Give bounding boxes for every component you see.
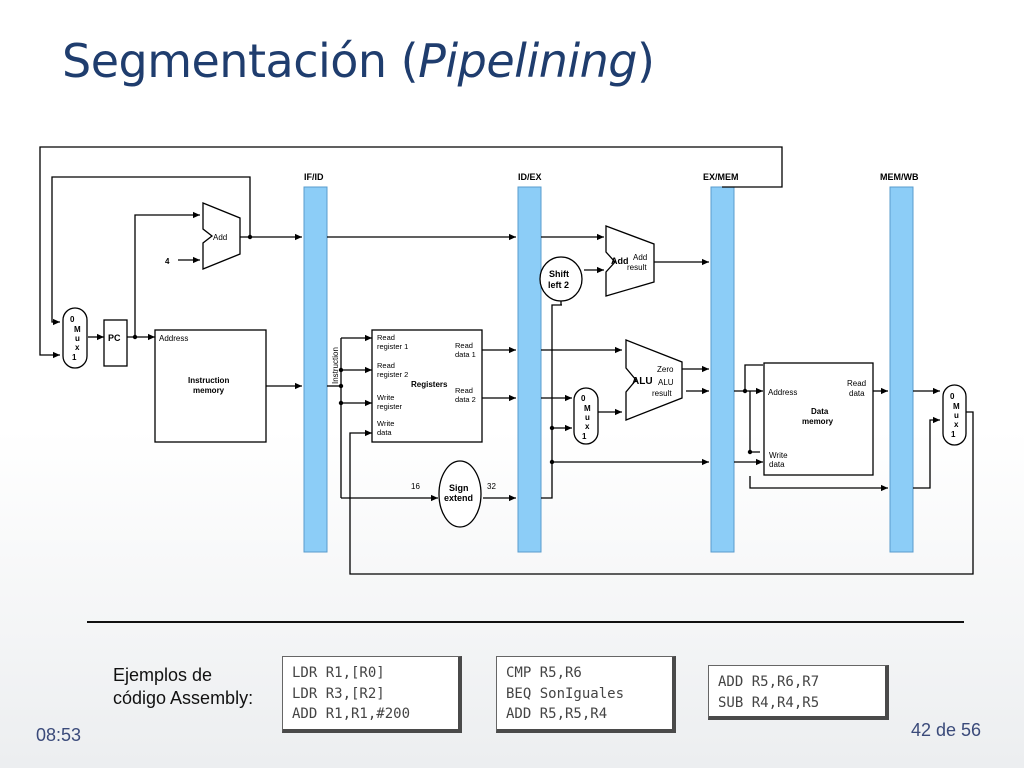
- code-line: LDR R1,[R0]: [292, 665, 385, 681]
- sign-extend-a: Sign: [449, 483, 469, 493]
- pc-adder: [202, 202, 241, 270]
- if-id-register: [303, 186, 328, 553]
- const-four: 4: [165, 257, 170, 266]
- code-line: CMP R5,R6: [506, 665, 582, 681]
- wb-mux-x: x: [954, 420, 959, 429]
- code-block-3: ADD R5,R6,R7 SUB R4,R4,R5: [708, 665, 889, 720]
- rf-read-reg1-a: Read: [377, 333, 395, 342]
- pc-mux-x: x: [75, 343, 80, 352]
- ex-mem-register: [710, 186, 735, 553]
- code-line: ADD R1,R1,#200: [292, 706, 411, 722]
- title-italic: Pipelining: [418, 34, 638, 88]
- add-result-b: result: [627, 263, 647, 272]
- alu: [625, 339, 683, 421]
- alu-mux-1: 1: [582, 432, 587, 441]
- junction-dots: [132, 234, 753, 465]
- shift-left-a: Shift: [549, 269, 569, 279]
- footer-time: 08:53: [36, 725, 82, 745]
- dm-write-data-a: Write: [769, 451, 788, 460]
- page-title: Segmentación (Pipelining): [62, 34, 655, 88]
- if-id-label: IF/ID: [304, 172, 324, 182]
- wb-mux: [942, 384, 967, 446]
- rf-read-data2-b: data 2: [455, 395, 476, 404]
- branch-adder-label: Add: [611, 256, 629, 266]
- im-address: Address: [159, 334, 188, 343]
- dm-label-2: memory: [802, 417, 834, 426]
- rf-read-data1-a: Read: [455, 341, 473, 350]
- dm-read-data-a: Read: [847, 379, 866, 388]
- id-ex-register: [517, 186, 542, 553]
- width-32: 32: [487, 482, 496, 491]
- width-16: 16: [411, 482, 420, 491]
- mem-wb-label: MEM/WB: [880, 172, 919, 182]
- pc-mux: [62, 307, 88, 369]
- wb-mux-1: 1: [951, 430, 956, 439]
- rf-read-reg1-b: register 1: [377, 342, 408, 351]
- register-file: [371, 329, 483, 443]
- rf-read-data1-b: data 1: [455, 350, 476, 359]
- sign-extend: [438, 460, 482, 528]
- code-line: BEQ SonIguales: [506, 685, 625, 702]
- wb-mux-m: M: [953, 402, 960, 411]
- code-block-1: LDR R1,[R0] LDR R3,[R2] ADD R1,R1,#200: [282, 656, 462, 733]
- pc-mux-1: 1: [72, 353, 77, 362]
- alu-result-a: ALU: [658, 378, 674, 387]
- title-close: ): [637, 34, 655, 88]
- rf-write-reg-b: register: [377, 402, 403, 411]
- pc-mux-0: 0: [70, 315, 75, 324]
- title-text: Segmentación (: [62, 34, 419, 88]
- branch-adder: [605, 225, 655, 297]
- examples-label: Ejemplos de código Assembly:: [113, 664, 253, 710]
- shift-left-b: left 2: [548, 280, 569, 290]
- pipeline-datapath-diagram: IF/ID ID/EX EX/MEM MEM/WB: [39, 146, 974, 575]
- rf-read-data2-a: Read: [455, 386, 473, 395]
- shift-left-2: [539, 256, 583, 302]
- alu-mux-0: 0: [581, 394, 586, 403]
- divider-line: [87, 621, 964, 623]
- id-ex-label: ID/EX: [518, 172, 542, 182]
- wb-mux-u: u: [954, 411, 959, 420]
- im-label-2: memory: [193, 386, 225, 395]
- pc-register: [103, 319, 128, 367]
- add-result-a: Add: [633, 253, 647, 262]
- dm-read-data-b: data: [849, 389, 865, 398]
- code-line: SUB R4,R4,R5: [718, 694, 820, 711]
- ex-mem-label: EX/MEM: [703, 172, 739, 182]
- data-memory: [763, 362, 874, 476]
- pc-mux-u: u: [75, 334, 80, 343]
- code-line: ADD R5,R6,R7: [718, 674, 820, 690]
- rf-write-reg-a: Write: [377, 393, 394, 402]
- sign-extend-b: extend: [444, 493, 473, 503]
- alu-label: ALU: [632, 376, 653, 387]
- examples-label-line1: Ejemplos de: [113, 665, 213, 685]
- instruction-label: Instruction: [331, 347, 340, 384]
- wb-mux-0: 0: [950, 392, 955, 401]
- code-block-2: CMP R5,R6 BEQ SonIguales ADD R5,R5,R4: [496, 656, 676, 733]
- pc-adder-label: Add: [213, 233, 227, 242]
- rf-read-reg2-a: Read: [377, 361, 395, 370]
- alu-mux-u: u: [585, 413, 590, 422]
- rf-label: Registers: [411, 380, 448, 389]
- examples-label-line2: código Assembly:: [113, 688, 254, 708]
- rf-write-data-b: data: [377, 428, 392, 437]
- alu-zero: Zero: [657, 365, 674, 374]
- code-line: ADD R5,R5,R4: [506, 706, 608, 722]
- dm-address: Address: [768, 388, 797, 397]
- mem-wb-register: [889, 186, 914, 553]
- im-label-1: Instruction: [188, 376, 229, 385]
- alu-result-b: result: [652, 389, 672, 398]
- alu-src-mux: [573, 387, 599, 445]
- instruction-memory: [154, 329, 267, 443]
- dm-label-1: Data: [811, 407, 829, 416]
- dm-write-data-b: data: [769, 460, 785, 469]
- page-number: 42 de 56: [911, 720, 982, 740]
- alu-mux-x: x: [585, 422, 590, 431]
- code-line: LDR R3,[R2]: [292, 685, 385, 702]
- rf-read-reg2-b: register 2: [377, 370, 408, 379]
- pc-mux-m: M: [74, 325, 81, 334]
- alu-mux-m: M: [584, 404, 591, 413]
- rf-write-data-a: Write: [377, 419, 394, 428]
- pc-label: PC: [108, 333, 121, 343]
